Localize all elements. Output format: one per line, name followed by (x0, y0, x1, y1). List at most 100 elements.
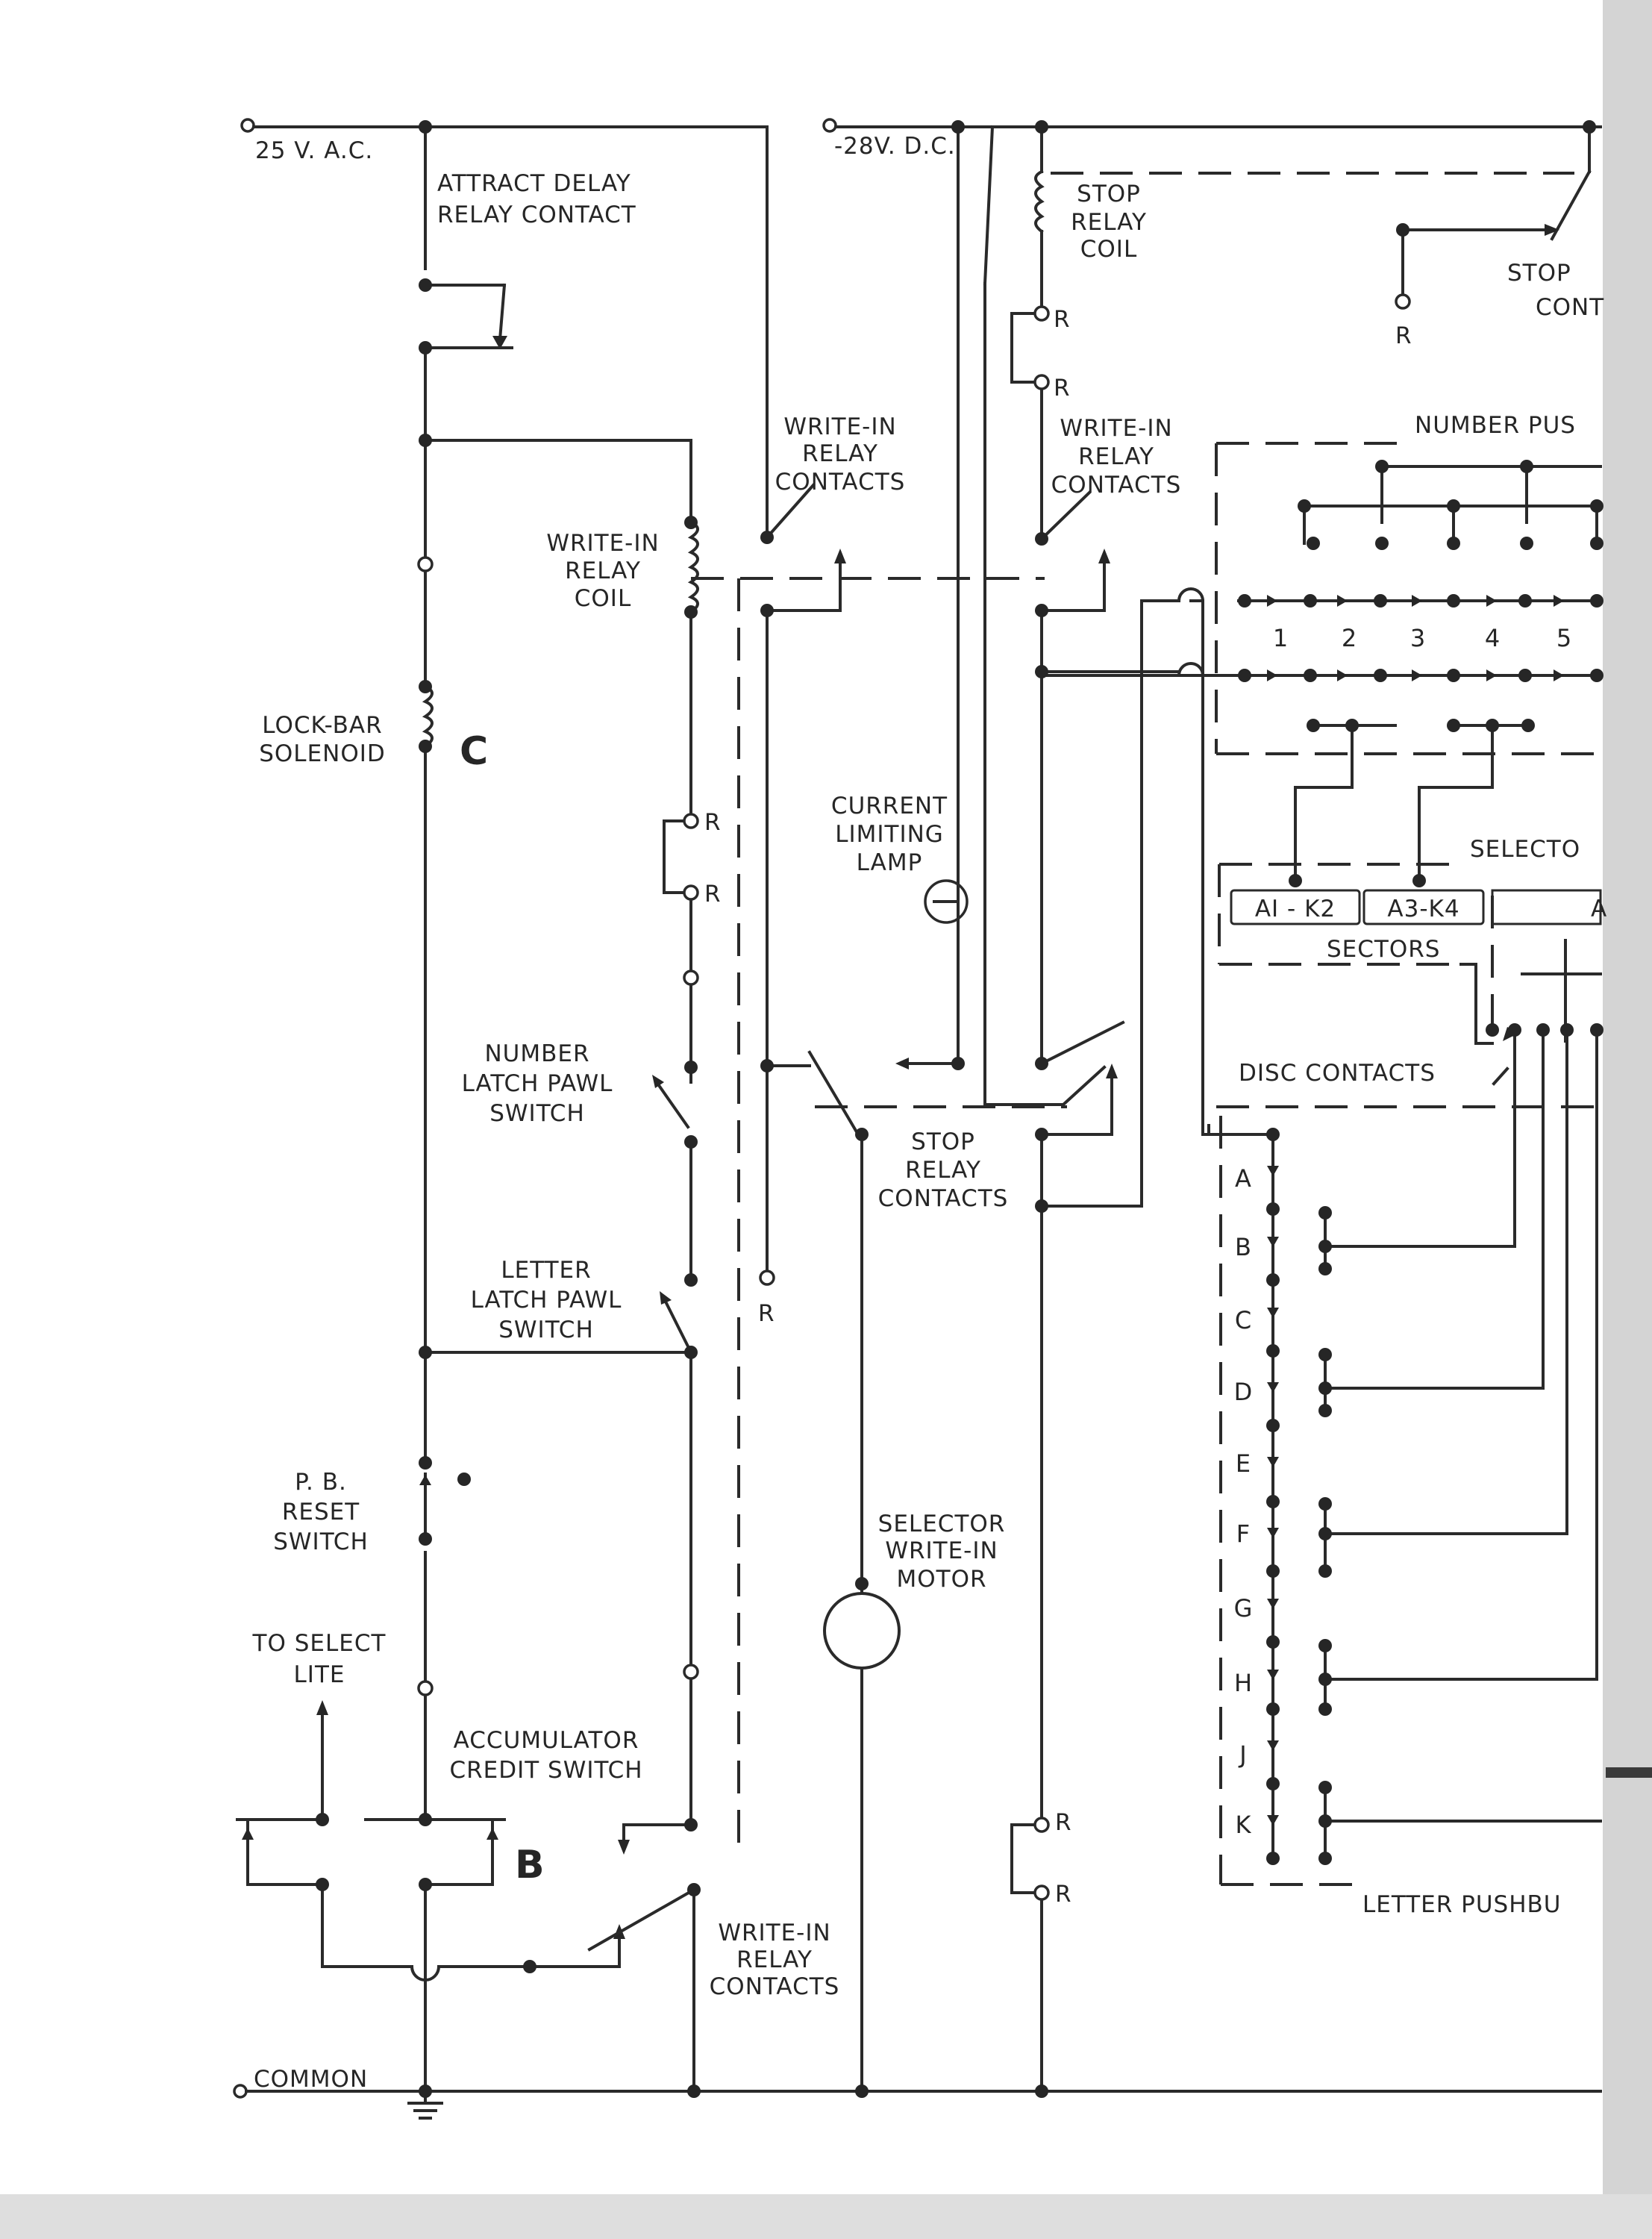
number-key-label: 3 (1410, 624, 1425, 652)
junction-dot (1266, 1419, 1280, 1432)
junction-dot (419, 434, 432, 447)
junction-dot (1520, 460, 1533, 473)
junction-dot (1375, 460, 1389, 473)
contact-arrow (1412, 595, 1422, 607)
junction-dot (1590, 669, 1603, 682)
junction-dot (760, 1059, 774, 1072)
junction-dot (1318, 1206, 1332, 1220)
letter-key-label: J (1238, 1740, 1246, 1769)
junction-dot (419, 1346, 432, 1359)
stop-contacts-label-1: STOP (911, 1128, 975, 1155)
junction-dot (1318, 1348, 1332, 1361)
junction-dot (1266, 1344, 1280, 1358)
open-terminal (417, 556, 434, 572)
lamp-label-1: CURRENT (831, 793, 948, 819)
junction-dot (1447, 537, 1460, 550)
attract-delay-label-2: RELAY CONTACT (437, 202, 636, 228)
junction-dot (684, 1818, 698, 1832)
sector-a1k2-label: AI - K2 (1255, 896, 1336, 922)
junction-dot (1318, 1497, 1332, 1511)
junction-dot (951, 1057, 965, 1070)
letter-latch-label-2: LATCH PAWL (471, 1287, 622, 1314)
number-latch-label-1: NUMBER (484, 1040, 589, 1067)
number-latch-label-2: LATCH PAWL (462, 1070, 613, 1097)
junction-dot (1307, 719, 1320, 732)
junction-dot (1266, 1495, 1280, 1508)
junction-dot (1590, 594, 1603, 608)
number-latch-label-3: SWITCH (489, 1100, 585, 1127)
contact-arrow (1267, 1166, 1279, 1176)
junction-dot (1318, 1240, 1332, 1253)
page-edge-right (1603, 0, 1652, 2239)
lockbar-label-1: LOCK-BAR (262, 712, 382, 739)
junction-dot (687, 1883, 701, 1896)
junction-dot (1318, 1702, 1332, 1716)
open-terminal (417, 1680, 434, 1696)
junction-dot (684, 516, 698, 529)
junction-dot (419, 2085, 432, 2098)
left-column (236, 125, 696, 2093)
contact-arrow (1486, 669, 1497, 681)
dc-label: -28V. D.C. (834, 133, 956, 160)
open-terminal (1395, 293, 1411, 310)
writein-contacts-1-label-1: WRITE-IN (783, 413, 896, 440)
disc-contacts-label: DISC CONTACTS (1239, 1060, 1436, 1087)
number-pushbutton-label: NUMBER PUS (1415, 412, 1576, 439)
junction-dot (951, 120, 965, 134)
junction-dot (1266, 1273, 1280, 1287)
pb-reset-label-1: P. B. (295, 1469, 347, 1496)
junction-dot (687, 2085, 701, 2098)
r-label: R (704, 809, 722, 836)
r-label: R (1055, 1809, 1072, 1836)
junction-dot (684, 1135, 698, 1149)
stop-cont-branch (1401, 125, 1592, 296)
letter-latch-label-3: SWITCH (498, 1317, 594, 1343)
junction-dot (1318, 1527, 1332, 1540)
junction-dot (1035, 120, 1048, 134)
writein-contacts-2-label-1: WRITE-IN (1060, 415, 1172, 442)
junction-dot (1374, 669, 1387, 682)
junction-dot (1508, 1023, 1521, 1037)
number-key-label: 2 (1342, 624, 1357, 652)
writein-coil-label-3: COIL (575, 585, 631, 612)
junction-dot (1375, 537, 1389, 550)
contact-arrow (1267, 1740, 1279, 1751)
lamp-label-2: LIMITING (835, 821, 944, 848)
junction-dot (1238, 669, 1251, 682)
junction-dot (684, 1061, 698, 1074)
sector-partial-label: A (1591, 896, 1607, 922)
number-key-label: 4 (1485, 624, 1500, 652)
junction-dot (419, 680, 432, 693)
contact-arrow (1486, 595, 1497, 607)
junction-dot (1035, 2085, 1048, 2098)
rails: 25 V. A.C. -28V. D.C. COMMON (233, 118, 1602, 2120)
junction-dot (1447, 669, 1460, 682)
stop-cont-label-2: CONT (1536, 294, 1604, 321)
stop-relay-coil-label-2: RELAY (1071, 209, 1147, 236)
contact-arrow (1267, 1382, 1279, 1393)
junction-dot (419, 1456, 432, 1470)
junction-dot (1304, 669, 1317, 682)
r-label: R (1055, 1881, 1072, 1908)
contact-arrow (1267, 669, 1277, 681)
select-lite-label-1: TO SELECT (252, 1630, 387, 1657)
motor-label-1: SELECTOR (878, 1511, 1006, 1537)
open-terminals (417, 293, 1411, 1901)
junction-dot (1412, 874, 1426, 887)
writein-contacts-2-label-3: CONTACTS (1051, 472, 1182, 499)
motor-label-3: MOTOR (896, 1566, 986, 1593)
writein-contacts-2-label-2: RELAY (1078, 443, 1154, 470)
junction-dot (1266, 1702, 1280, 1716)
dc-columns (823, 125, 1143, 2093)
select-lite-label-2: LITE (294, 1661, 345, 1688)
junction-dot (855, 1128, 869, 1141)
number-key-label: 5 (1556, 624, 1571, 652)
junction-dot (1318, 1673, 1332, 1686)
junction-dot (1486, 1023, 1499, 1037)
junction-dot (1238, 594, 1251, 608)
contact-arrow (1412, 669, 1422, 681)
junction-dot (316, 1813, 329, 1826)
common-label: COMMON (254, 2066, 368, 2093)
junction-dot (1520, 537, 1533, 550)
junction-dot (1518, 669, 1532, 682)
